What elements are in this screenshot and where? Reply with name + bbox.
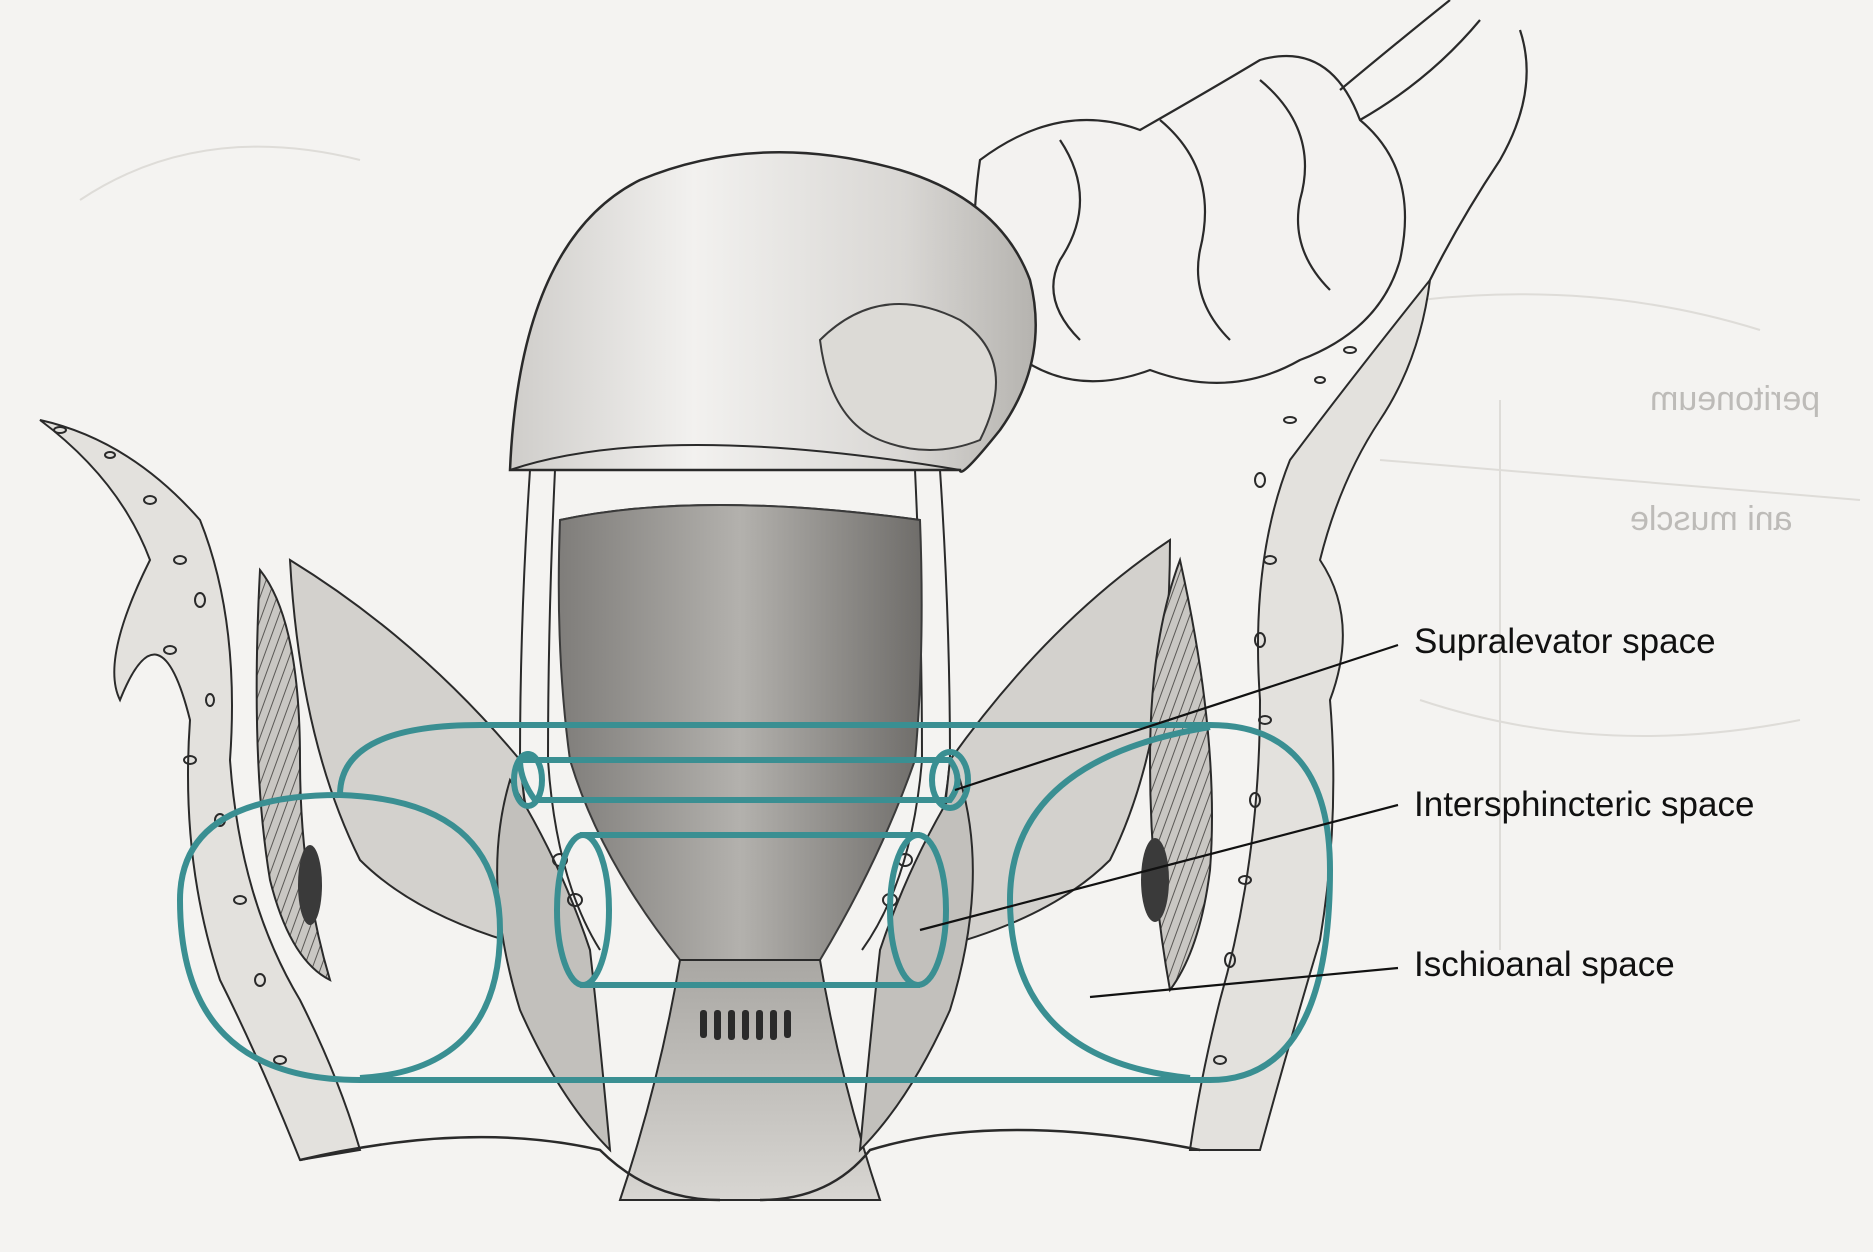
ghost-text-2: ani muscle: [1630, 500, 1793, 539]
label-supralevator-space: Supralevator space: [1414, 622, 1716, 662]
pelvic-wall-right: [1190, 280, 1430, 1150]
pudendal-vessels-right: [1141, 838, 1169, 922]
rectal-lumen: [559, 505, 922, 960]
ghost-text-1: peritoneum: [1650, 380, 1820, 419]
pudendal-vessels-left: [298, 845, 322, 925]
label-ischioanal-space: Ischioanal space: [1414, 945, 1675, 985]
pelvic-wall-left: [40, 420, 360, 1160]
sigmoid-colon: [974, 0, 1526, 383]
label-intersphincteric-space: Intersphincteric space: [1414, 785, 1754, 825]
